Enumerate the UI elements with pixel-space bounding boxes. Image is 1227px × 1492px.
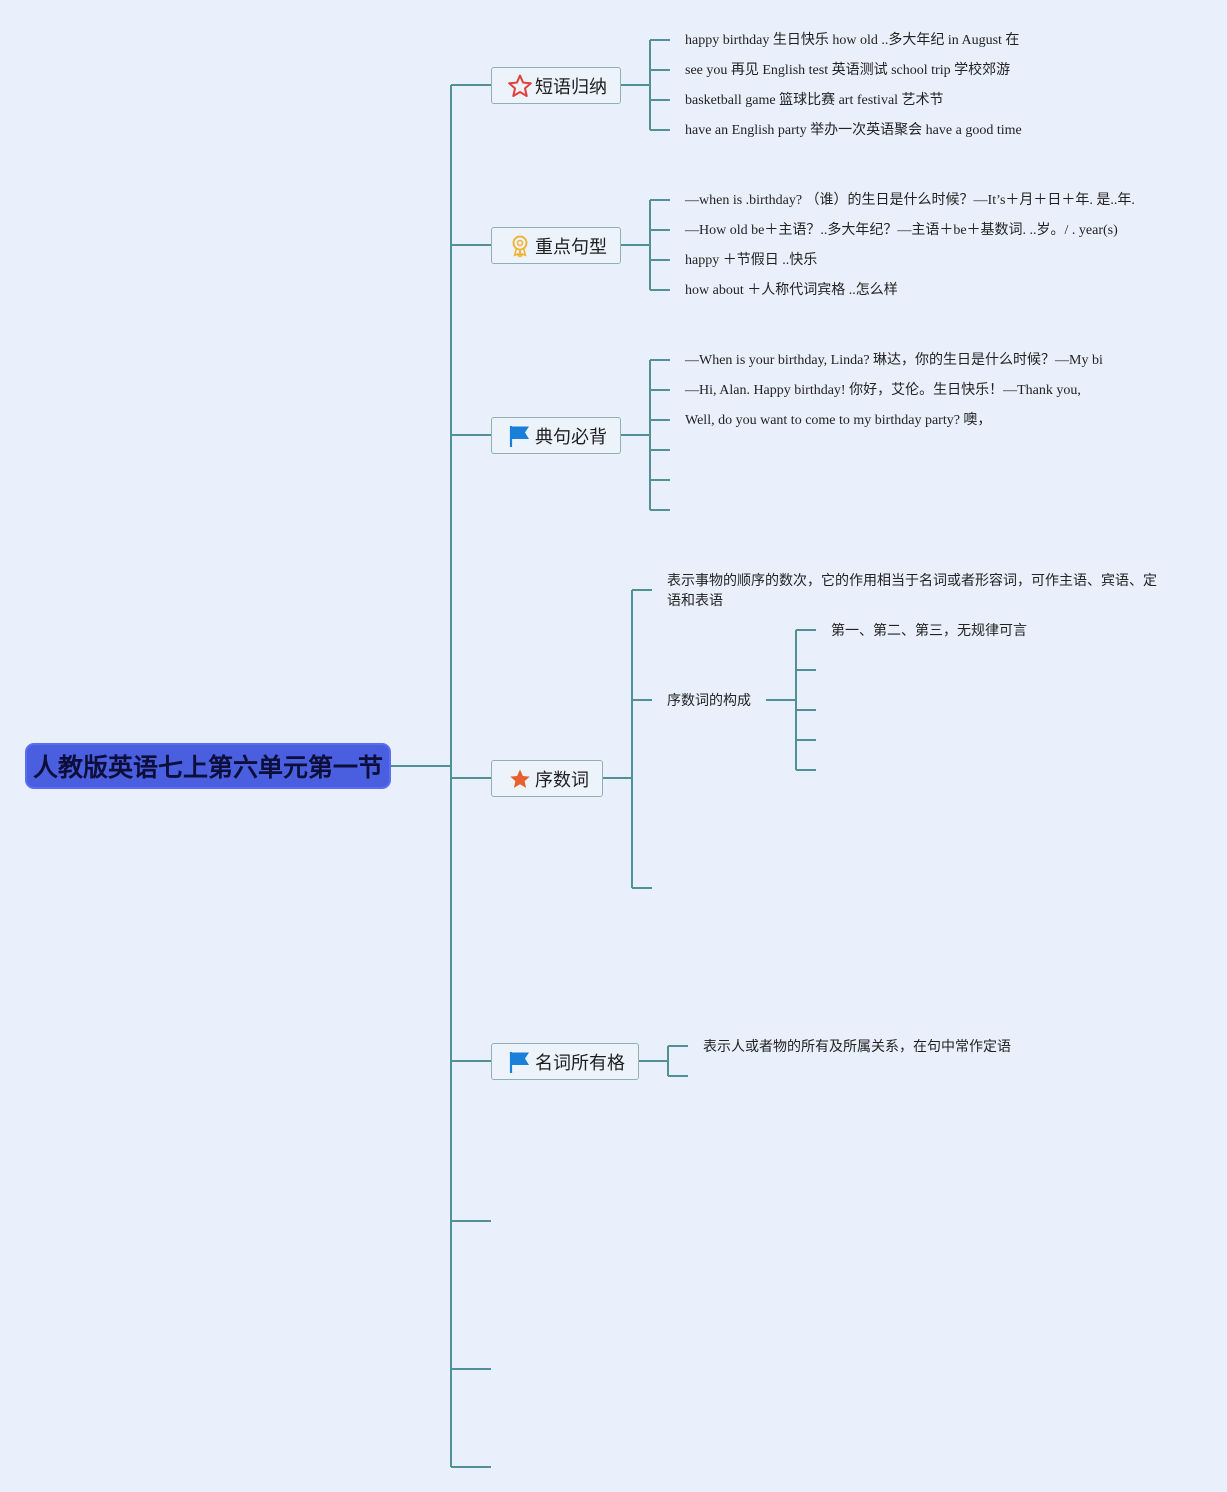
sentence-item[interactable]: —When is your birthday, Linda? 琳达，你的生日是什… xyxy=(685,353,1103,368)
patterns-connector xyxy=(620,199,670,291)
root-topic[interactable]: 人教版英语七上第六单元第一节 xyxy=(25,743,391,789)
pattern-item[interactable]: how about ＋人称代词宾格 ..怎么样 xyxy=(685,283,898,298)
ordinal-formation-node[interactable]: 序数词的构成 xyxy=(667,693,751,709)
topic-patterns[interactable]: 重点句型 xyxy=(491,227,621,264)
pattern-item[interactable]: —when is .birthday? （谁）的生日是什么时候？—It’s＋月＋… xyxy=(685,193,1135,208)
phrase-item[interactable]: happy birthday 生日快乐 how old ..多大年纪 in Au… xyxy=(685,33,1020,48)
root-title: 人教版英语七上第六单元第一节 xyxy=(32,753,383,782)
sentences-connector xyxy=(620,359,670,511)
topic-label: 重点句型 xyxy=(535,236,607,258)
topic-label: 名词所有格 xyxy=(535,1052,625,1074)
topic-label: 短语归纳 xyxy=(535,76,607,98)
star-filled-icon xyxy=(507,766,533,792)
pattern-item[interactable]: —How old be＋主语？..多大年纪？—主语＋be＋基数词. ..岁。/ … xyxy=(685,223,1118,238)
pattern-item[interactable]: happy ＋节假日 ..快乐 xyxy=(685,253,818,268)
medal-icon xyxy=(507,233,533,259)
topic-sentences[interactable]: 典句必背 xyxy=(491,417,621,454)
ordinals-sub-connector xyxy=(766,629,816,771)
phrase-item[interactable]: see you 再见 English test 英语测试 school trip… xyxy=(685,63,1011,78)
phrases-connector xyxy=(620,39,670,131)
sentence-item[interactable]: —Hi, Alan. Happy birthday! 你好，艾伦。生日快乐！—T… xyxy=(685,383,1081,398)
flag-icon xyxy=(507,423,533,449)
flag-icon xyxy=(507,1049,533,1075)
phrase-item[interactable]: basketball game 篮球比赛 art festival 艺术节 xyxy=(685,93,944,108)
possessive-definition[interactable]: 表示人或者物的所有及所属关系，在句中常作定语 xyxy=(703,1039,1011,1055)
topic-ordinals[interactable]: 序数词 xyxy=(491,760,603,797)
ordinal-formation-item[interactable]: 第一、第二、第三，无规律可言 xyxy=(831,623,1027,639)
topic-phrases[interactable]: 短语归纳 xyxy=(491,67,621,104)
ordinal-definition[interactable]: 表示事物的顺序的数次，它的作用相当于名词或者形容词，可作主语、宾语、定语和表语 xyxy=(667,573,1157,609)
phrase-item[interactable]: have an English party 举办一次英语聚会 have a go… xyxy=(685,123,1022,138)
possessive-connector xyxy=(638,1045,688,1077)
star-outline-icon xyxy=(507,73,533,99)
ordinals-connector xyxy=(602,589,652,889)
topic-label: 典句必背 xyxy=(535,426,607,448)
topic-label: 序数词 xyxy=(535,769,589,791)
sentence-item[interactable]: Well, do you want to come to my birthday… xyxy=(685,413,992,428)
topic-possessive[interactable]: 名词所有格 xyxy=(491,1043,639,1080)
